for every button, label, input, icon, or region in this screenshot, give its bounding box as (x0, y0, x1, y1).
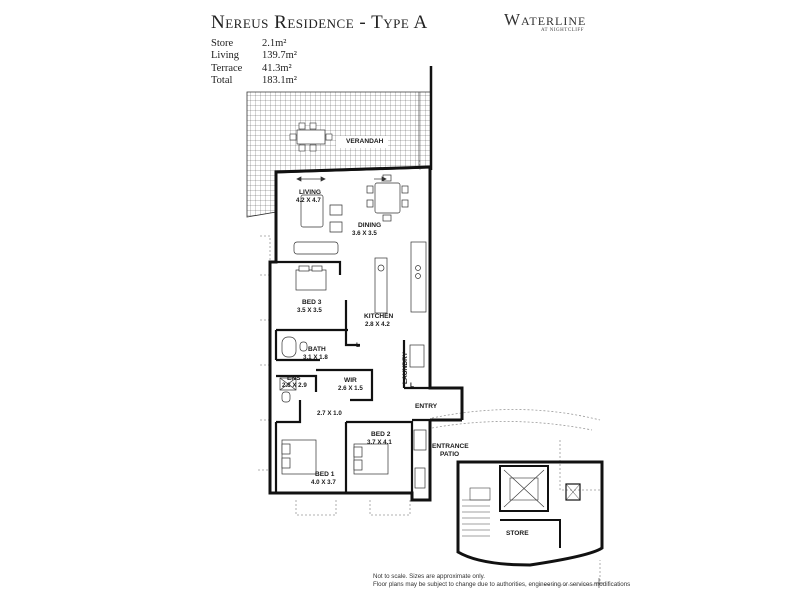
label-wir-dim: 2.6 X 1.5 (338, 385, 363, 392)
sofa (293, 241, 339, 255)
label-bed2: BED 2 (371, 431, 391, 438)
disclaimer: Not to scale. Sizes are approximate only… (373, 573, 630, 589)
label-linen-1: L (356, 342, 360, 349)
label-entry: ENTRY (415, 403, 438, 410)
arrows (296, 176, 387, 182)
label-bed1-dim: 4.0 X 3.7 (311, 479, 336, 486)
label-living: LIVING (299, 189, 321, 196)
label-kitchen-dim: 2.8 X 4.2 (365, 321, 390, 328)
label-ens: ENS (287, 375, 301, 382)
dining-table (374, 182, 401, 214)
furniture (279, 174, 427, 489)
label-verandah: VERANDAH (346, 138, 384, 145)
disclaimer-line-1: Not to scale. Sizes are approximate only… (373, 573, 485, 580)
plan-title: Nereus Residence - Type A (211, 12, 428, 33)
label-entrance: ENTRANCE (432, 443, 469, 450)
label-laundry: LAUNDRY (402, 351, 409, 384)
label-dining-dim: 3.6 X 3.5 (352, 230, 377, 237)
laundry-tub (409, 344, 425, 368)
ens-toilet (281, 391, 291, 403)
label-ens-dim: 2.8 X 2.9 (282, 382, 307, 389)
compass-icon (594, 578, 604, 588)
bed3-bed (295, 269, 327, 291)
label-living-dim: 4.2 X 4.7 (296, 197, 321, 204)
label-bed1: BED 1 (315, 471, 335, 478)
label-store: STORE (506, 530, 529, 537)
label-bath-dim: 3.1 X 1.8 (303, 354, 328, 361)
external-walls (268, 165, 464, 502)
label-bath: BATH (308, 346, 326, 353)
brand-logo: Waterline (504, 10, 587, 29)
label-kitchen: KITCHEN (364, 313, 394, 320)
label-dining: DINING (358, 222, 381, 229)
bathtub (281, 336, 297, 358)
interior-walls (274, 260, 430, 493)
living-coffee-table (300, 194, 324, 228)
kitchen-island (374, 257, 388, 314)
room-labels: VERANDAH LIVING 4.2 X 4.7 DINING 3.6 X 3… (282, 138, 529, 537)
label-wir: WIR (344, 377, 357, 384)
label-bed3: BED 3 (302, 299, 322, 306)
disclaimer-line-2: Floor plans may be subject to change due… (373, 581, 631, 588)
building-core (456, 460, 604, 567)
outdoor-table (296, 129, 326, 145)
label-linen-2: L (410, 382, 414, 389)
entry-cabinet (413, 429, 427, 451)
label-bed3-dim: 3.5 X 3.5 (297, 307, 322, 314)
label-bed2-dim: 3.7 X 4.1 (367, 439, 392, 446)
verandah-deck (246, 66, 433, 218)
label-patio: PATIO (440, 451, 459, 458)
label-hall-dim: 2.7 X 1.0 (317, 410, 342, 417)
brand-tagline: AT NIGHTCLIFF (541, 28, 584, 33)
